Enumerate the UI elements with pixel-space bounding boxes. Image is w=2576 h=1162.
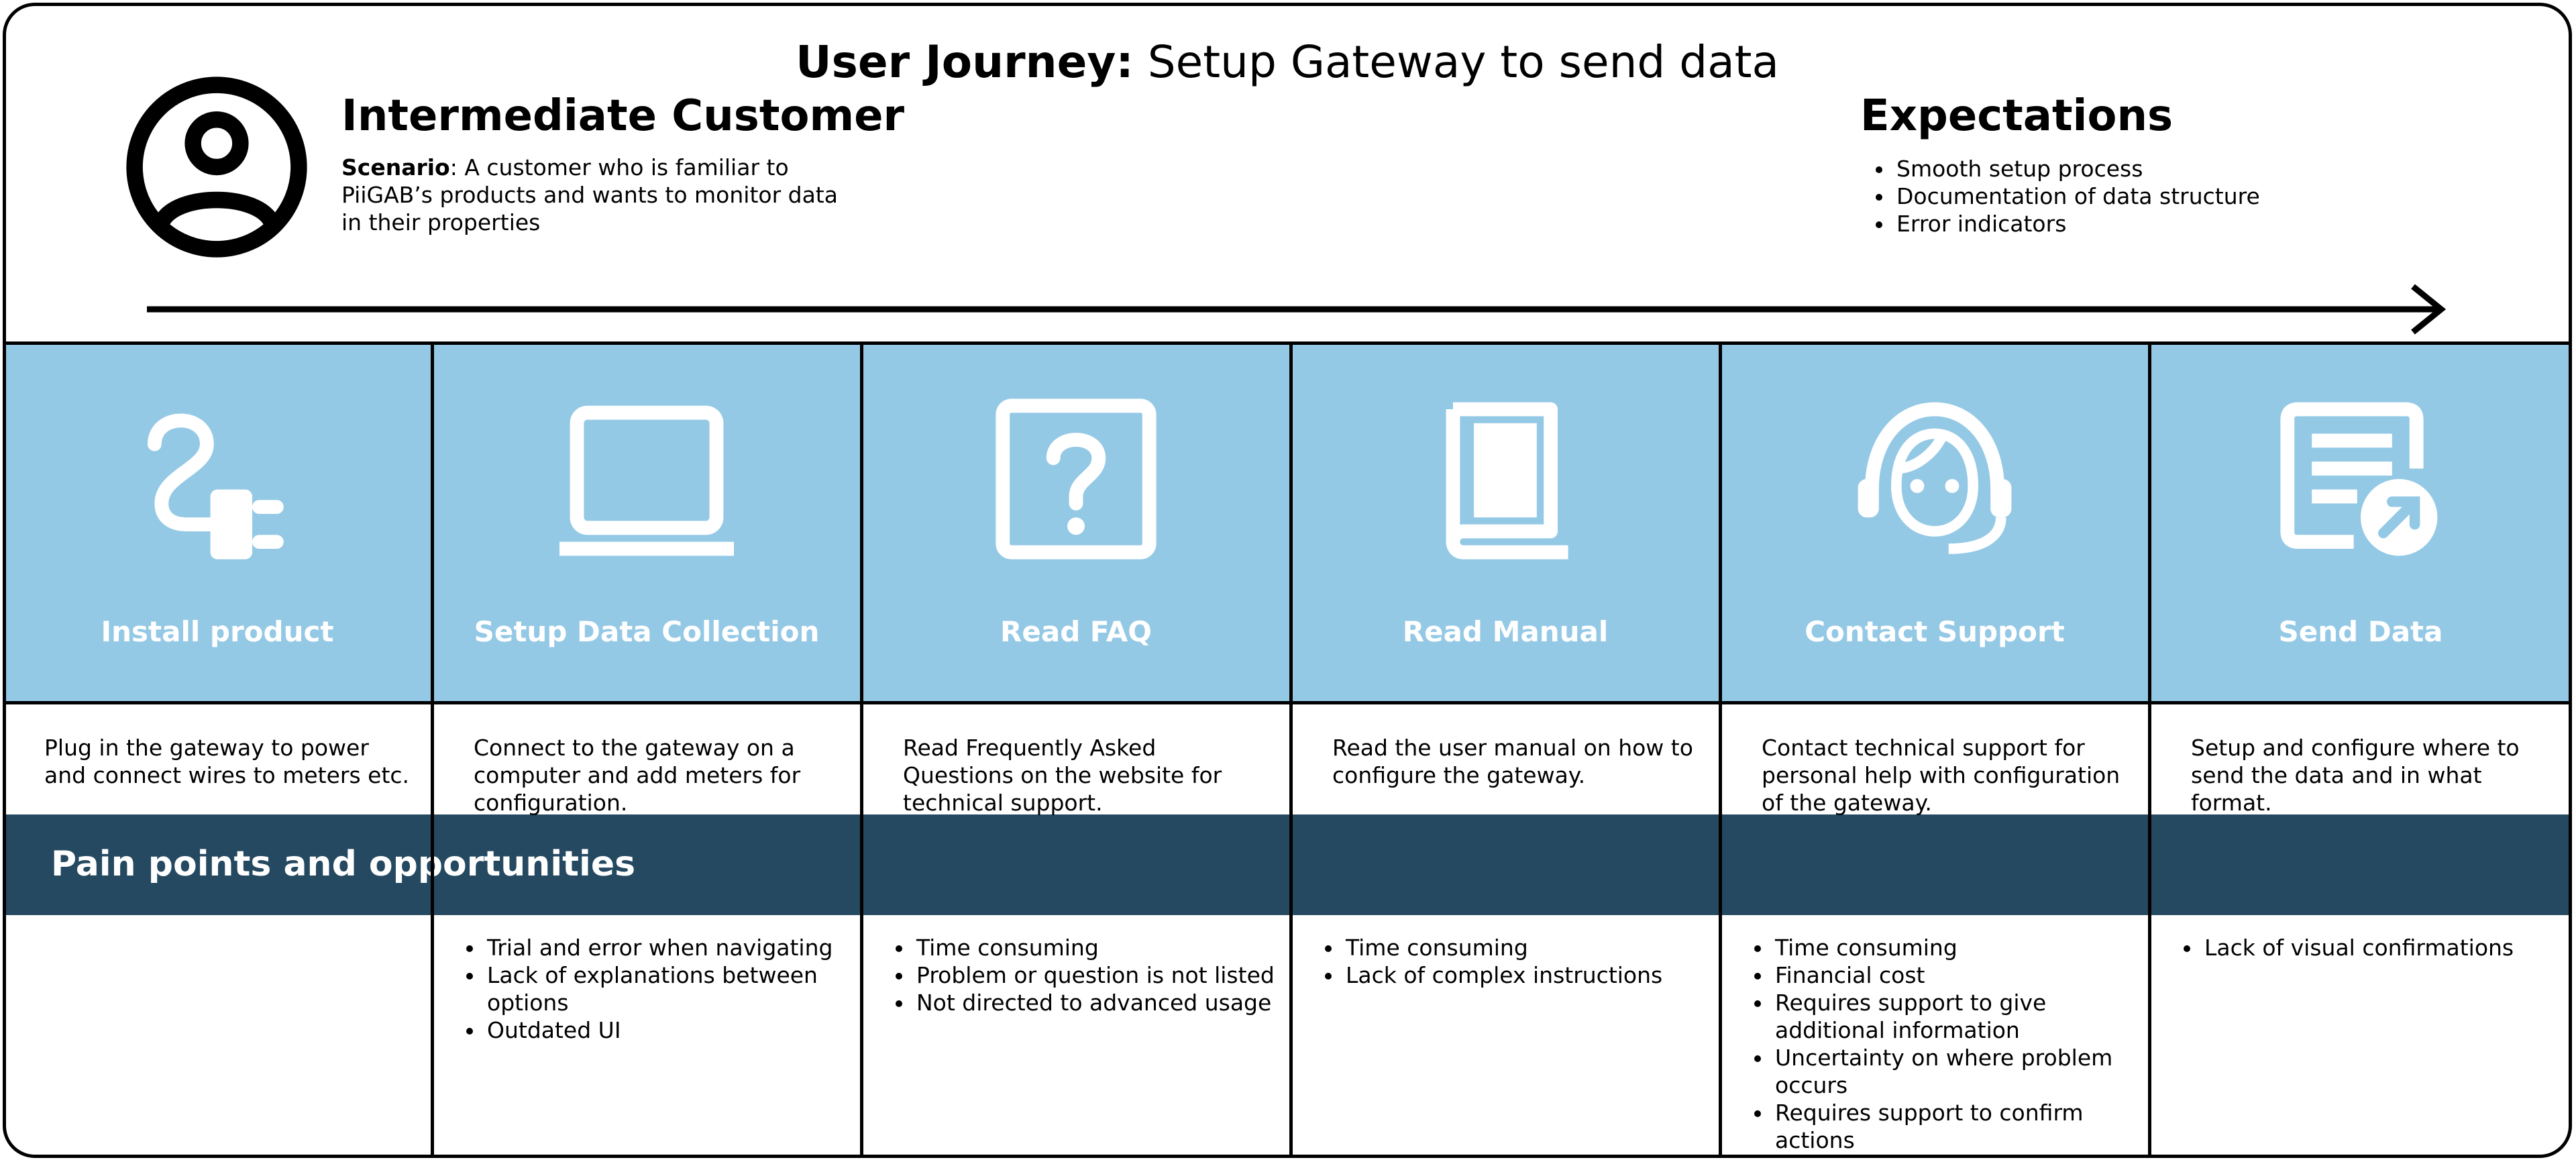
stage-description: Read Frequently Asked Questions on the w… bbox=[903, 735, 1222, 816]
expectation-item: Documentation of data structure bbox=[1894, 182, 2260, 210]
stage-setup-data-collection: Setup Data Collection Connect to the gat… bbox=[432, 345, 861, 1155]
expectations-heading: Expectations bbox=[1860, 91, 2174, 141]
stage-header: Setup Data Collection bbox=[432, 345, 861, 704]
expectation-item: Error indicators bbox=[1894, 210, 2260, 237]
stage-description: Connect to the gateway on a computer and… bbox=[474, 735, 801, 816]
title-bold: User Journey: bbox=[796, 36, 1134, 88]
pain-point-item: Lack of explanations between options bbox=[484, 961, 861, 1016]
plug-icon bbox=[148, 413, 284, 560]
pain-point-item: Problem or question is not listed bbox=[914, 961, 1275, 989]
stage-header: Contact Support bbox=[1720, 345, 2149, 704]
journey-arrow bbox=[147, 284, 2447, 335]
question-box-icon bbox=[996, 399, 1157, 560]
persona-heading: Intermediate Customer bbox=[341, 91, 905, 141]
grid-top-border bbox=[6, 341, 2569, 345]
laptop-icon bbox=[559, 405, 734, 556]
pain-points-list: Time consuming Problem or question is no… bbox=[881, 934, 1275, 1016]
scenario-text: Scenario: A customer who is familiar to … bbox=[341, 154, 851, 236]
user-circle-icon bbox=[126, 76, 307, 258]
column-divider bbox=[431, 345, 434, 1155]
pain-points-list: Time consuming Lack of complex instructi… bbox=[1311, 934, 1662, 989]
expectation-item: Smooth setup process bbox=[1894, 155, 2260, 182]
pain-points-title: Pain points and opportunities bbox=[51, 844, 636, 884]
pain-point-item: Financial cost bbox=[1772, 961, 2161, 989]
pain-point-item: Outdated UI bbox=[484, 1016, 861, 1044]
pain-point-item: Time consuming bbox=[1343, 934, 1662, 961]
scenario-label: Scenario bbox=[341, 154, 450, 180]
stage-title: Setup Data Collection bbox=[474, 615, 820, 648]
pain-points-list: Lack of visual confirmations bbox=[2169, 934, 2514, 961]
stage-header: Read FAQ bbox=[861, 345, 1291, 704]
stage-description: Contact technical support for personal h… bbox=[1762, 735, 2121, 816]
stage-title: Read Manual bbox=[1402, 615, 1609, 648]
stage-header: Send Data bbox=[2149, 345, 2569, 704]
pain-point-item: Requires support to confirm actions bbox=[1772, 1099, 2161, 1154]
stage-install-product: Install product Plug in the gateway to p… bbox=[6, 345, 432, 1155]
stage-title: Read FAQ bbox=[1000, 615, 1152, 648]
pain-point-item: Time consuming bbox=[914, 934, 1275, 961]
pain-point-item: Uncertainty on where problem occurs bbox=[1772, 1044, 2161, 1099]
stage-header: Read Manual bbox=[1291, 345, 1720, 704]
column-divider bbox=[2148, 345, 2151, 1155]
scenario-body: : A customer who is familiar to PiiGAB’s… bbox=[341, 154, 838, 235]
column-divider bbox=[1719, 345, 1722, 1155]
stage-description: Plug in the gateway to power and connect… bbox=[44, 735, 410, 788]
pain-point-item: Trial and error when navigating bbox=[484, 934, 861, 961]
pain-point-item: Lack of complex instructions bbox=[1343, 961, 1662, 989]
stage-description: Read the user manual on how to configure… bbox=[1332, 735, 1693, 788]
book-icon bbox=[1446, 402, 1568, 560]
stage-description: Setup and configure where to send the da… bbox=[2191, 735, 2520, 816]
stage-title: Contact Support bbox=[1805, 615, 2065, 648]
title-rest: Setup Gateway to send data bbox=[1133, 36, 1779, 88]
pain-points-list: Time consuming Financial cost Requires s… bbox=[1740, 934, 2161, 1154]
stage-title: Send Data bbox=[2278, 615, 2443, 648]
column-divider bbox=[860, 345, 863, 1155]
headset-agent-icon bbox=[1858, 402, 2012, 554]
stage-read-manual: Read Manual Read the user manual on how … bbox=[1291, 345, 1720, 1155]
journey-map-frame: User Journey: Setup Gateway to send data… bbox=[3, 3, 2572, 1158]
stage-title: Install product bbox=[101, 615, 334, 648]
stage-send-data: Send Data Setup and configure where to s… bbox=[2149, 345, 2569, 1155]
page-title: User Journey: Setup Gateway to send data bbox=[6, 33, 2569, 92]
document-send-icon bbox=[2280, 402, 2438, 556]
stage-contact-support: Contact Support Contact technical suppor… bbox=[1720, 345, 2149, 1155]
expectations-list: Smooth setup process Documentation of da… bbox=[1860, 155, 2260, 237]
pain-point-item: Time consuming bbox=[1772, 934, 2161, 961]
pain-point-item: Requires support to give additional info… bbox=[1772, 989, 2161, 1044]
pain-point-item: Lack of visual confirmations bbox=[2202, 934, 2514, 961]
pain-point-item: Not directed to advanced usage bbox=[914, 989, 1275, 1016]
stage-header: Install product bbox=[6, 345, 432, 704]
pain-points-list: Trial and error when navigating Lack of … bbox=[452, 934, 861, 1044]
journey-stages: Pain points and opportunities Install pr… bbox=[6, 341, 2569, 1155]
stage-read-faq: Read FAQ Read Frequently Asked Questions… bbox=[861, 345, 1291, 1155]
column-divider bbox=[1289, 345, 1293, 1155]
